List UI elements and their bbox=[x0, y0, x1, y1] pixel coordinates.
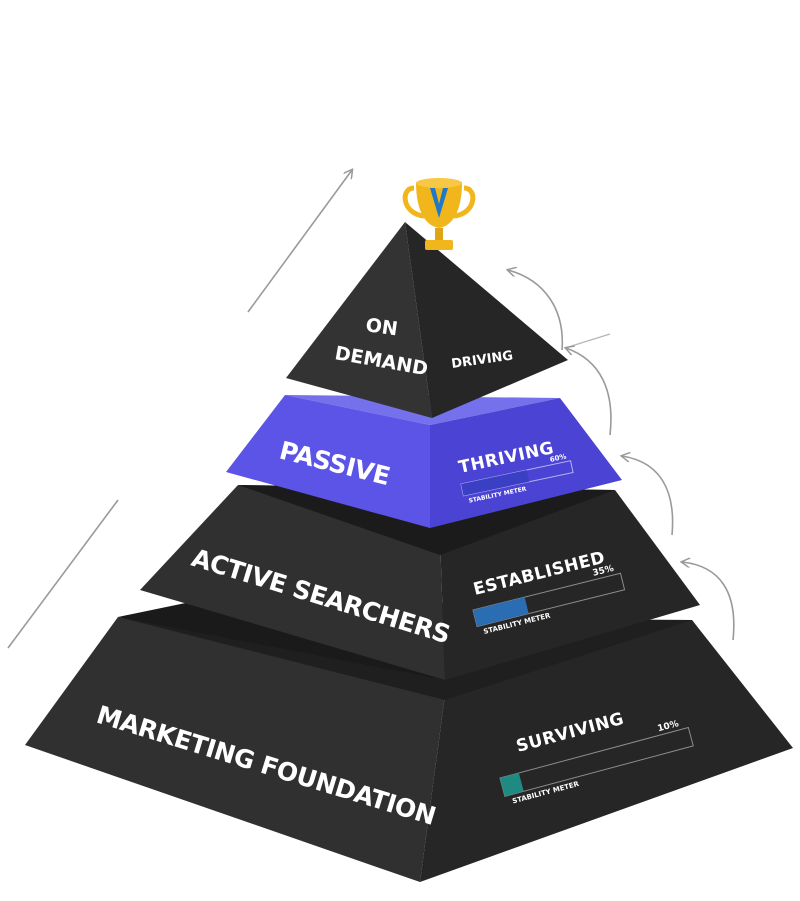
trophy-handle-left bbox=[402, 185, 425, 219]
growth-line-lower bbox=[7, 499, 119, 649]
curved-arrow-1 bbox=[508, 270, 564, 351]
tier2-right-face bbox=[430, 398, 622, 528]
tier3-meter-fill bbox=[473, 597, 529, 627]
tier4-right-face bbox=[420, 620, 793, 882]
tier1-name-line1: ON bbox=[364, 314, 399, 340]
tier4-meter-fill bbox=[500, 772, 524, 797]
growth-arrow-upper bbox=[247, 170, 352, 313]
tier3-left-face bbox=[140, 485, 445, 680]
tier-passive: PASSIVE THRIVING 60% STABILITY METER bbox=[226, 395, 622, 555]
tier4-meter-track bbox=[499, 726, 694, 797]
trophy-icon bbox=[402, 178, 476, 250]
tier3-right-face bbox=[440, 490, 700, 680]
curved-arrow-4 bbox=[682, 562, 735, 641]
trophy-rim bbox=[416, 178, 462, 188]
tier-on-demand: ON DEMAND DRIVING bbox=[286, 222, 568, 418]
tier2-meter-track bbox=[460, 460, 574, 497]
curved-arrow-3 bbox=[622, 456, 674, 536]
trophy-ribbon bbox=[430, 188, 448, 218]
tier2-left-face bbox=[226, 395, 430, 528]
trophy-stem bbox=[435, 228, 443, 240]
trophy-base bbox=[425, 240, 453, 250]
tier-active-searchers: ACTIVE SEARCHERS ESTABLISHED 35% STABILI… bbox=[118, 485, 700, 680]
accent-line bbox=[564, 333, 611, 349]
tier1-right-face bbox=[405, 222, 568, 418]
curved-arrow-2 bbox=[566, 348, 612, 436]
tier1-left-face bbox=[286, 222, 432, 418]
trophy-handle-right bbox=[453, 185, 476, 219]
tier2-meter-percent: 60% bbox=[549, 453, 567, 464]
tier4-left-face bbox=[25, 617, 445, 882]
tier2-meter-fill bbox=[461, 470, 530, 496]
